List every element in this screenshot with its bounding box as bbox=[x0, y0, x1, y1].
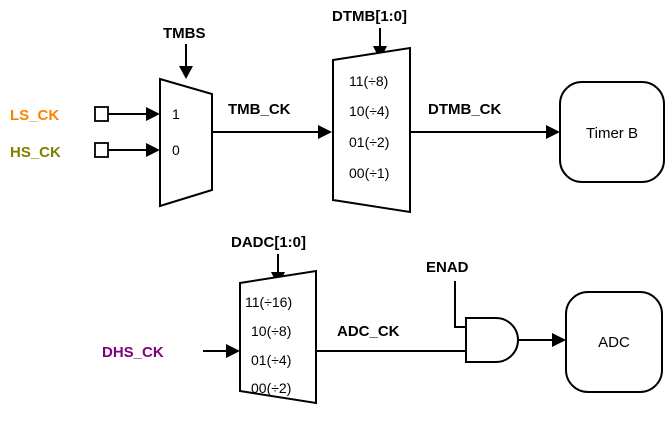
tmbs-mux bbox=[159, 77, 213, 208]
ls-ck-pin bbox=[94, 106, 109, 122]
tmb-ck-arrow bbox=[318, 125, 332, 139]
hs-ck-pin bbox=[94, 142, 109, 158]
dtmb-sel-label: DTMB[1:0] bbox=[332, 8, 407, 25]
hs-ck-arrow bbox=[146, 143, 160, 157]
ls-ck-arrow bbox=[146, 107, 160, 121]
dadc-option-01: 01(÷4) bbox=[251, 352, 291, 368]
tmbs-mux-input-1: 1 bbox=[172, 106, 180, 122]
and-gate bbox=[465, 317, 519, 363]
dtmb-option-01: 01(÷2) bbox=[349, 134, 389, 150]
dadc-divider bbox=[239, 269, 317, 405]
tmbs-mux-input-0: 0 bbox=[172, 142, 180, 158]
hs-ck-label: HS_CK bbox=[10, 144, 61, 161]
dtmb-divider bbox=[332, 46, 411, 214]
tmbs-arrow bbox=[179, 66, 193, 79]
adc-ck-label: ADC_CK bbox=[337, 323, 400, 340]
adc-enable-arrow bbox=[552, 333, 566, 347]
tmb-ck-label: TMB_CK bbox=[228, 101, 291, 118]
dadc-option-11: 11(÷16) bbox=[245, 294, 292, 310]
adc-block bbox=[565, 291, 663, 393]
dtmb-option-00: 00(÷1) bbox=[349, 165, 389, 181]
dadc-option-00: 00(÷2) bbox=[251, 380, 291, 396]
timer-b-block bbox=[559, 81, 665, 183]
dtmb-option-11: 11(÷8) bbox=[349, 73, 388, 89]
dtmb-ck-label: DTMB_CK bbox=[428, 101, 501, 118]
dadc-sel-label: DADC[1:0] bbox=[231, 234, 306, 251]
enad-wire bbox=[454, 281, 466, 328]
timer-b-label: Timer B bbox=[586, 125, 638, 142]
dadc-option-10: 10(÷8) bbox=[251, 323, 291, 339]
dhs-ck-arrow bbox=[226, 344, 240, 358]
dtmb-ck-arrow bbox=[546, 125, 560, 139]
tmbs-label: TMBS bbox=[163, 25, 206, 42]
ls-ck-label: LS_CK bbox=[10, 107, 59, 124]
adc-label: ADC bbox=[598, 334, 630, 351]
dtmb-option-10: 10(÷4) bbox=[349, 103, 389, 119]
enad-label: ENAD bbox=[426, 259, 469, 276]
dhs-ck-label: DHS_CK bbox=[102, 344, 164, 361]
